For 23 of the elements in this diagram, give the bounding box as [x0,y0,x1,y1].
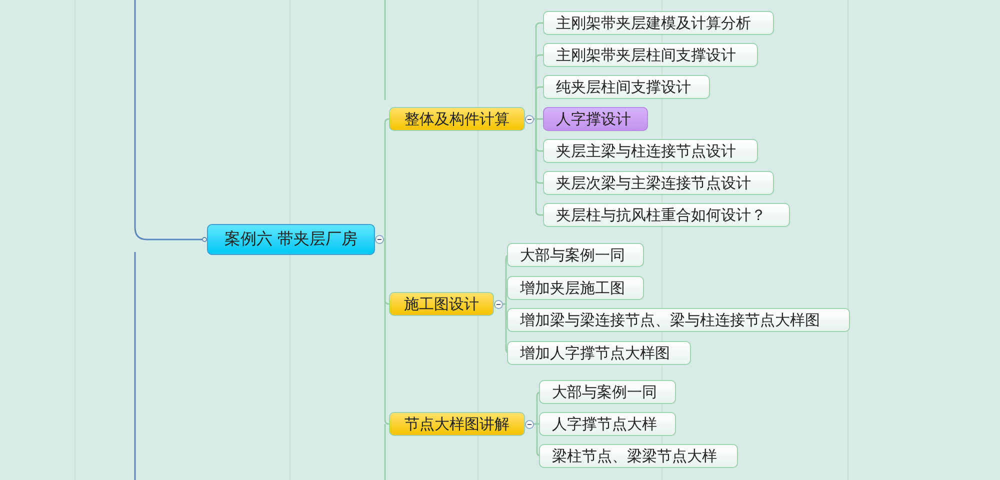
connector-line [384,118,390,240]
topic-box: 案例六 带夹层厂房 [207,224,375,255]
item-box: 增加人字撑节点大样图 [507,341,691,365]
item-box: 增加夹层施工图 [507,276,644,300]
item-box: 增加梁与梁连接节点、梁与柱连接节点大样图 [507,308,850,332]
item-box: 夹层主梁与柱连接节点设计 [543,139,758,163]
item-box: 夹层柱与抗风柱重合如何设计？ [543,203,790,227]
item-box: 主刚架带夹层建模及计算分析 [543,11,774,35]
item-box: 大部与案例一同 [539,380,676,404]
connector-line [534,86,543,120]
item-box: 纯夹层柱间支撑设计 [543,75,710,99]
subtopic-box: 施工图设计 [389,292,494,316]
subtopic-box: 整体及构件计算 [389,107,525,131]
item-box: 主刚架带夹层柱间支撑设计 [543,43,758,67]
item-box: 梁柱节点、梁梁节点大样 [539,444,738,468]
item-box: 大部与案例一同 [507,243,644,267]
connector-line [134,0,202,240]
subtopic-box: 节点大样图讲解 [389,412,525,436]
item-box: 人字撑节点大样 [539,412,676,436]
connector-line [383,238,390,425]
connector-line [534,118,543,216]
item-box: 夹层次梁与主梁连接节点设计 [543,171,774,195]
highlighted-item-box: 人字撑设计 [543,107,648,131]
